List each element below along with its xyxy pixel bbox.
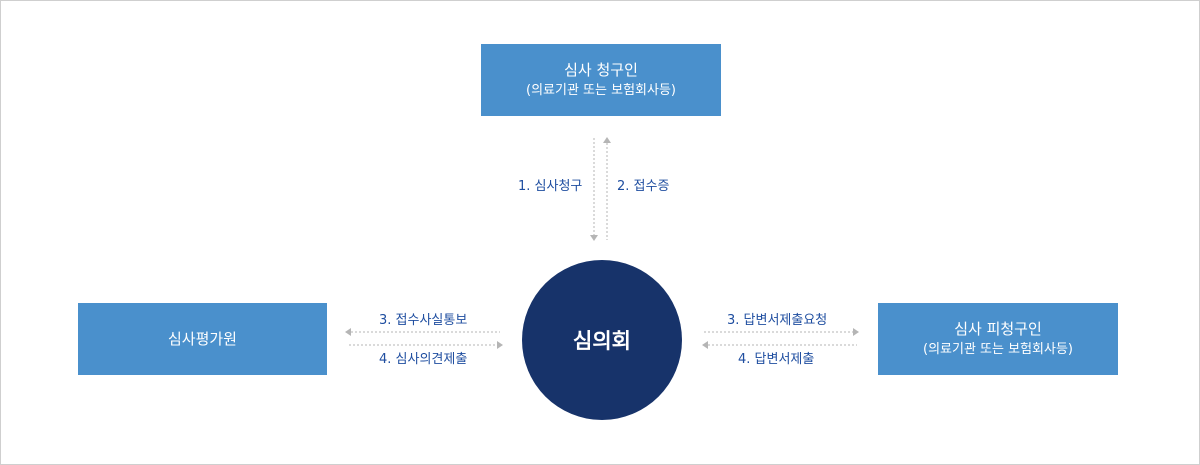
arrowhead-notify bbox=[345, 328, 351, 336]
edge-label-opinion: 4. 심사의견제출 bbox=[379, 352, 468, 367]
node-committee: 심의회 bbox=[522, 260, 682, 420]
edge-label-answer: 4. 답변서제출 bbox=[738, 352, 815, 367]
node-committee-title: 심의회 bbox=[573, 329, 631, 353]
arrowhead-claim bbox=[590, 235, 598, 241]
arrowhead-request bbox=[853, 328, 859, 336]
edge-label-receipt: 2. 접수증 bbox=[617, 179, 670, 194]
node-hira-title: 심사평가원 bbox=[167, 330, 237, 348]
edge-label-claim: 1. 심사청구 bbox=[518, 179, 583, 194]
edge-label-request: 3. 답변서제출요청 bbox=[727, 313, 828, 328]
node-claimant-subtitle: (의료기관 또는 보험회사등) bbox=[526, 83, 676, 98]
node-respondent-subtitle: (의료기관 또는 보험회사등) bbox=[923, 342, 1073, 357]
edge-label-notify: 3. 접수사실통보 bbox=[379, 313, 468, 328]
arrowhead-receipt bbox=[603, 137, 611, 143]
node-respondent-title: 심사 피청구인 bbox=[954, 320, 1042, 338]
arrowhead-answer bbox=[702, 341, 708, 349]
node-claimant: 심사 청구인 (의료기관 또는 보험회사등) bbox=[481, 44, 721, 116]
node-respondent: 심사 피청구인 (의료기관 또는 보험회사등) bbox=[878, 303, 1118, 375]
node-hira: 심사평가원 bbox=[78, 303, 327, 375]
arrowhead-opinion bbox=[497, 341, 503, 349]
node-claimant-title: 심사 청구인 bbox=[564, 61, 638, 79]
